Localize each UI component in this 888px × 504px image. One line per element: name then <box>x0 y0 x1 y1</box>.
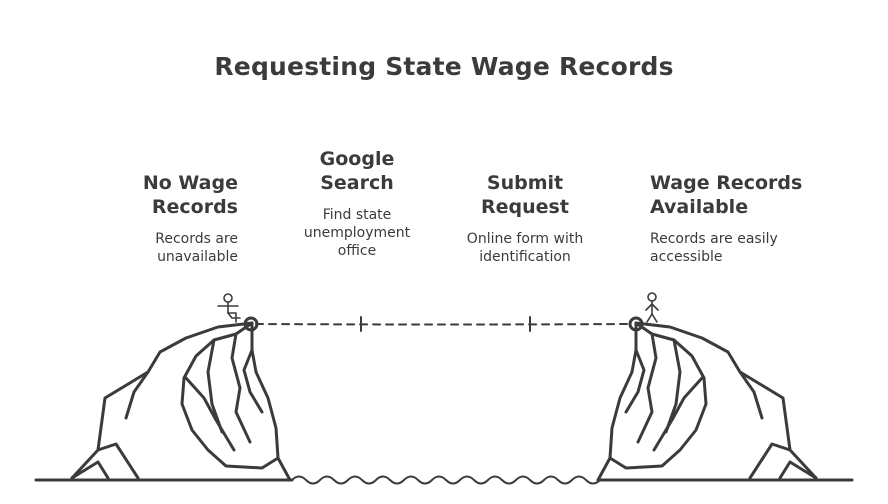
step-heading: Google Search <box>319 148 395 194</box>
step-no-wage-records: No Wage Records Records are unavailable <box>118 171 238 266</box>
sitting-person-icon <box>217 293 241 323</box>
step-heading: Wage Records Available <box>650 172 803 218</box>
step-wage-records-available: Wage Records Available Records are easil… <box>650 171 830 266</box>
step-submit-request: Submit Request Online form with identifi… <box>455 171 595 266</box>
right-anchor-ring-icon <box>628 316 644 332</box>
standing-person-icon <box>645 292 659 323</box>
step-description: Find state unemployment office <box>303 207 411 259</box>
step-google-search: Google Search Find state unemployment of… <box>297 147 417 260</box>
left-anchor-ring-icon <box>243 316 259 332</box>
step-heading: Submit Request <box>481 172 569 218</box>
left-cliff-icon <box>70 321 292 482</box>
dashed-rope-line <box>255 323 633 326</box>
right-cliff-icon <box>596 321 818 482</box>
diagram-title: Requesting State Wage Records <box>214 52 674 81</box>
step-description: Records are easily accessible <box>650 231 778 265</box>
water-waves-icon <box>291 475 601 485</box>
step-description: Online form with identification <box>466 231 584 265</box>
step-description: Records are unavailable <box>155 231 238 265</box>
step-heading: No Wage Records <box>142 172 238 218</box>
